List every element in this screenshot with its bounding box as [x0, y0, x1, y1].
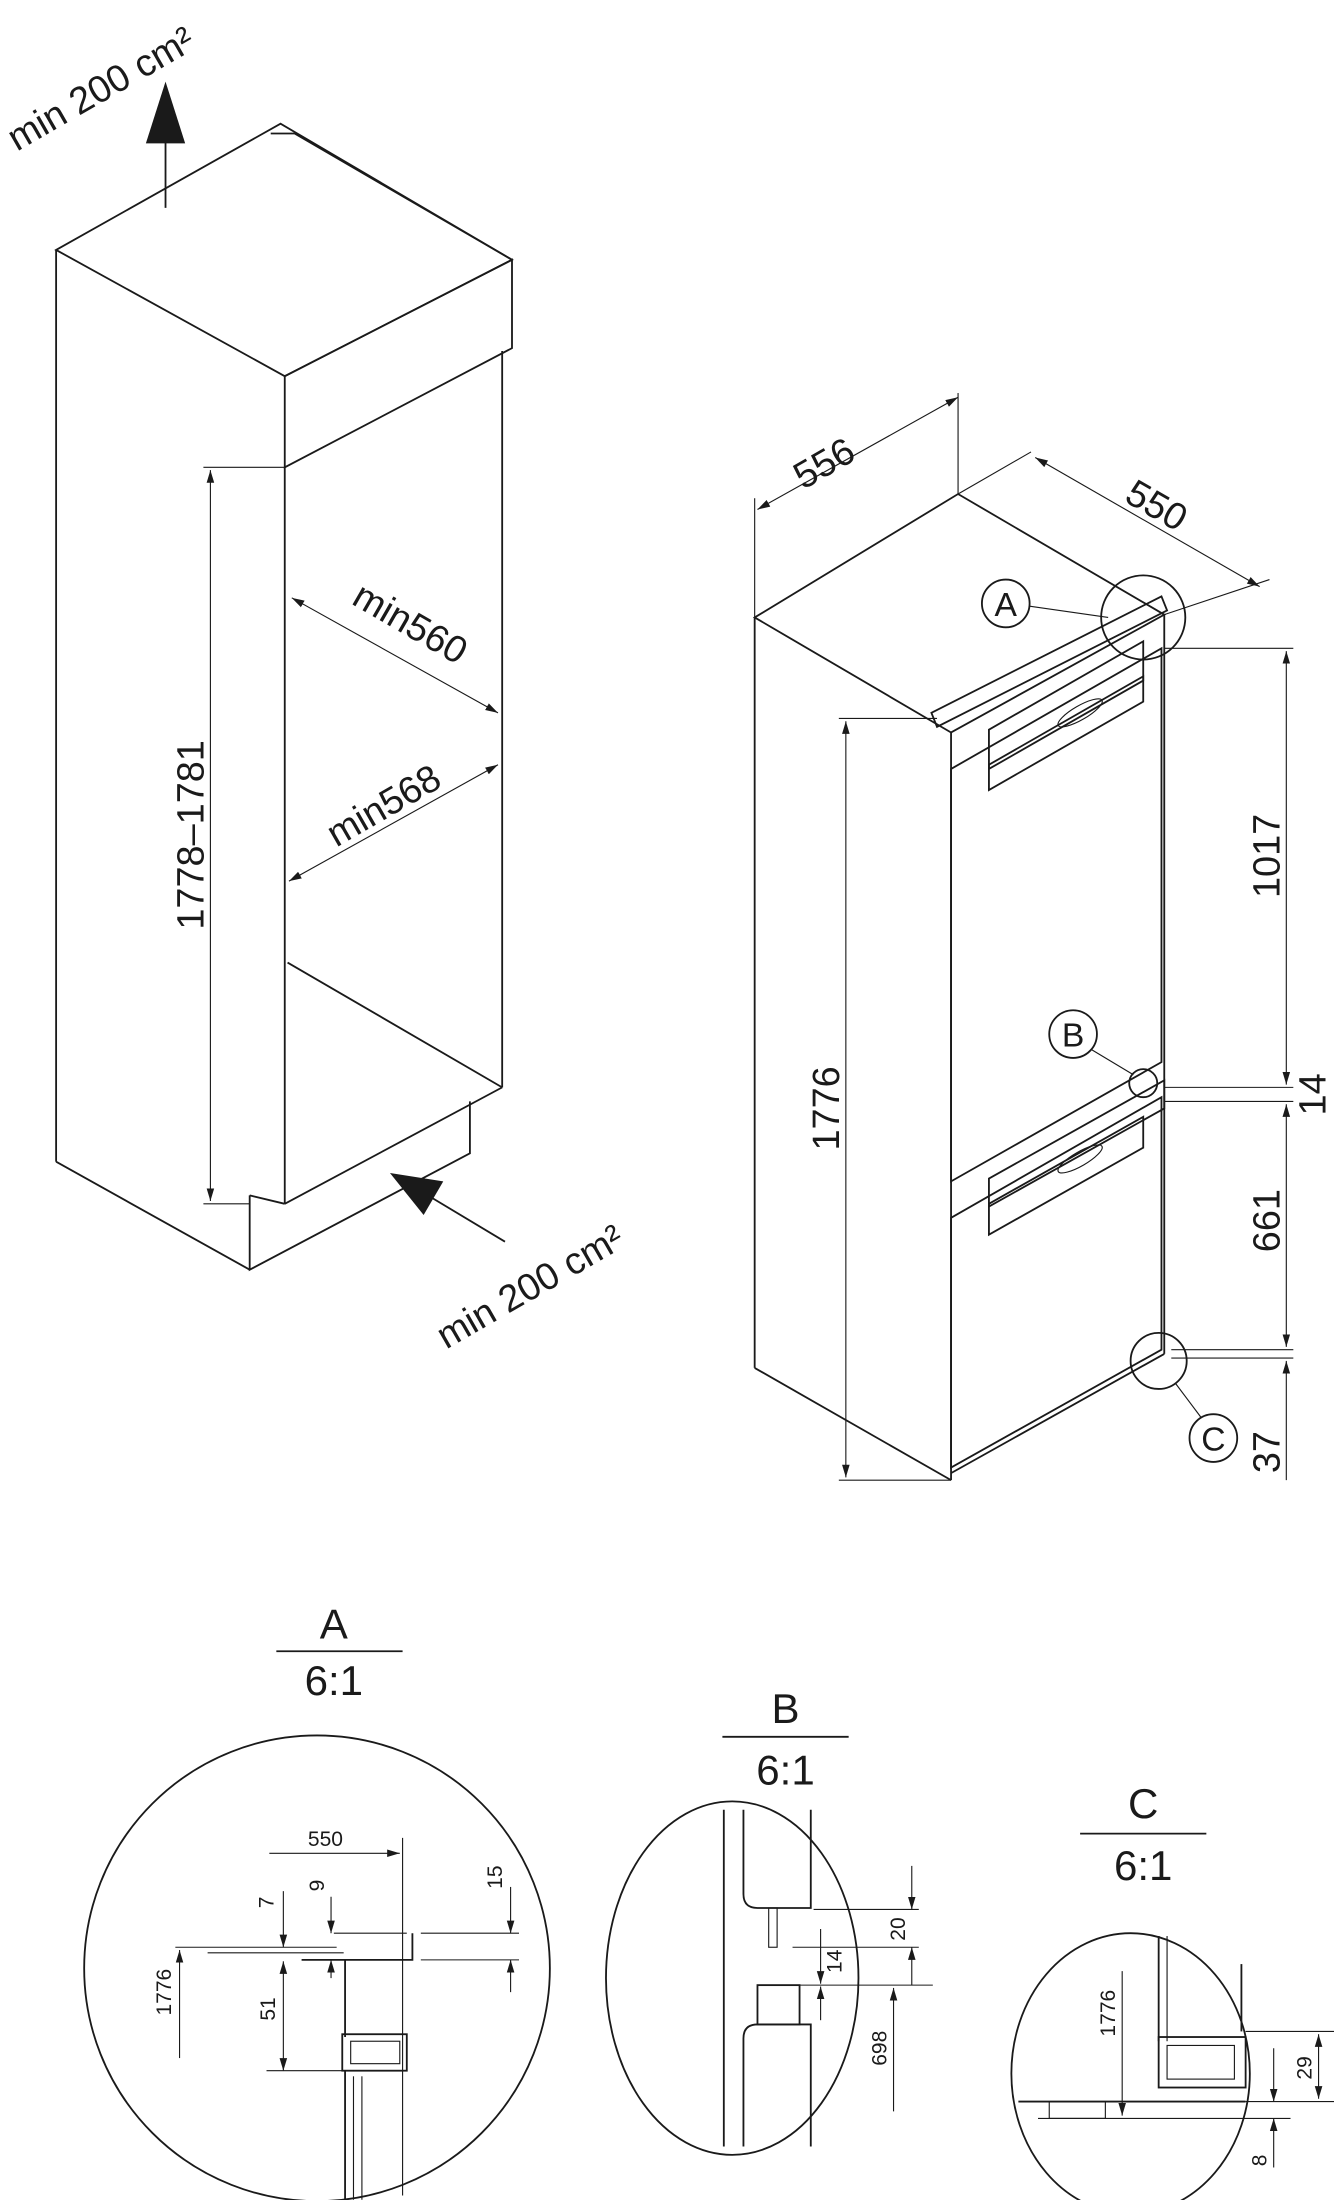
dim-right-chain: 1017 14 661 37 [1164, 647, 1334, 1481]
appliance-body [752, 492, 1169, 1481]
detail-b: B 6:1 20 14 698 [605, 1685, 933, 2156]
detail-c-29: 29 [1294, 2056, 1317, 2079]
dim-niche-height: 1778–1781 [170, 466, 285, 1205]
detail-a-7: 7 [256, 1897, 279, 1909]
bottom-label: 37 [1246, 1431, 1288, 1473]
detail-a-550: 550 [308, 1828, 343, 1851]
dim-niche-depth: min560 [291, 575, 499, 714]
lower-door [950, 1095, 1163, 1470]
niche-depth-label: min560 [346, 575, 475, 673]
dim-appliance-width: 556 [754, 393, 959, 618]
detail-c-letter: C [1128, 1780, 1158, 1827]
detail-a-letter: A [320, 1601, 348, 1648]
detail-c-1776: 1776 [1097, 1990, 1120, 2037]
detail-a-51: 51 [257, 1997, 280, 2020]
niche-height-label: 1778–1781 [170, 740, 212, 930]
detail-b-scale: 6:1 [756, 1747, 815, 1794]
detail-b-698: 698 [869, 2031, 892, 2066]
detail-a-9: 9 [306, 1880, 329, 1892]
dim-appliance-height: 1776 [806, 717, 952, 1481]
vent-bottom: min 200 cm² [389, 1172, 631, 1358]
width-label: 556 [787, 430, 863, 498]
detail-c-scale: 6:1 [1114, 1842, 1173, 1889]
dim-niche-width: min568 [288, 757, 499, 882]
upper-label: 1017 [1246, 814, 1288, 898]
gap-label: 14 [1293, 1073, 1334, 1115]
cabinet-niche [54, 122, 514, 1272]
niche-width-label: min568 [320, 757, 449, 855]
callout-a: A [995, 587, 1018, 624]
detail-b-20: 20 [887, 1917, 910, 1940]
detail-a-1776: 1776 [153, 1969, 176, 2016]
vent-top: min 200 cm² [0, 19, 202, 208]
callout-b: B [1062, 1018, 1084, 1055]
detail-b-letter: B [771, 1685, 799, 1732]
callout-c: C [1201, 1422, 1225, 1459]
detail-c-8: 8 [1249, 2155, 1272, 2167]
height-label: 1776 [806, 1066, 848, 1150]
detail-a-scale: 6:1 [305, 1657, 364, 1704]
callouts: A B C [981, 574, 1239, 1463]
lower-label: 661 [1246, 1189, 1288, 1252]
vent-bottom-label: min 200 cm² [430, 1217, 631, 1358]
detail-b-14: 14 [824, 1949, 847, 1973]
detail-c: C 6:1 1776 29 8 [1010, 1780, 1334, 2200]
detail-a: A 6:1 550 7 9 15 1776 51 [83, 1601, 551, 2200]
detail-a-15: 15 [484, 1865, 507, 1888]
upper-door [950, 646, 1163, 1183]
depth-label: 550 [1118, 472, 1194, 540]
